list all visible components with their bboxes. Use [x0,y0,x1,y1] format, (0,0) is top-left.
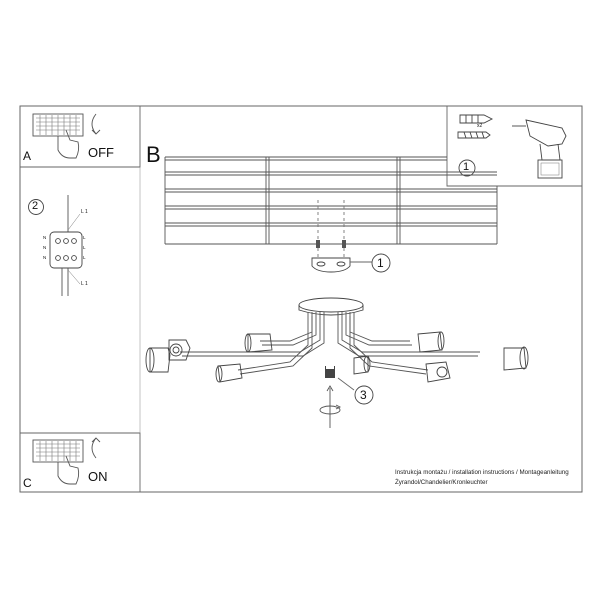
anchor-count: x2 [477,123,483,129]
lamp-sockets [145,331,529,383]
mounting-screws [316,200,346,258]
panel-tools [446,106,582,187]
panel-c-state: ON [88,469,108,484]
step-3-number: 3 [360,388,367,402]
terminal-n-2: N [43,245,47,250]
wire-label-bottom: L 1 [81,281,88,287]
terminal-n-1: N [43,235,47,240]
step-2-circle [28,199,44,215]
mounting-bracket [311,253,391,273]
step-3-circle [354,385,374,405]
step-2-number: 2 [32,200,39,212]
step-1-number: 1 [463,161,470,173]
caption-line-1: Instrukcja montażu / installation instru… [395,469,569,476]
switch-on-icon [32,437,101,485]
chandelier-arms [180,312,480,375]
panel-a-state: OFF [88,145,114,160]
canopy [298,297,364,316]
panel-c [20,432,141,492]
socket-far-right [503,346,529,371]
terminal-l-2: L [83,245,86,250]
socket-right-top [417,331,445,353]
panel-a [20,106,141,168]
wire-label-top: L 1 [81,209,88,215]
socket-left-low [215,363,243,383]
outer-frame [19,105,583,493]
wiring-connector-diagram [28,195,83,296]
terminal-n-3: N [43,255,47,260]
socket-left-back [168,339,191,361]
caption-line-2: Żyrandol/Chandelier/Kronleuchter [395,479,488,486]
drill-icon [512,119,567,179]
wall-anchor-icon [457,114,494,139]
fixing-nut [319,366,374,428]
socket-right-low [425,361,451,383]
socket-center-front [353,355,371,375]
step-1-circle [458,159,476,177]
callout-1-number: 1 [377,256,384,270]
panel-b-letter: B [146,142,161,167]
ceiling-planks [164,156,498,245]
panel-c-letter: C [23,476,32,490]
socket-far-left [145,347,171,373]
terminal-l-1: L [83,235,86,240]
callout-1-circle [371,253,391,273]
terminal-l-3: L [83,255,86,260]
socket-left-top [244,333,273,353]
panel-a-letter: A [23,149,32,163]
switch-off-icon [32,113,101,159]
